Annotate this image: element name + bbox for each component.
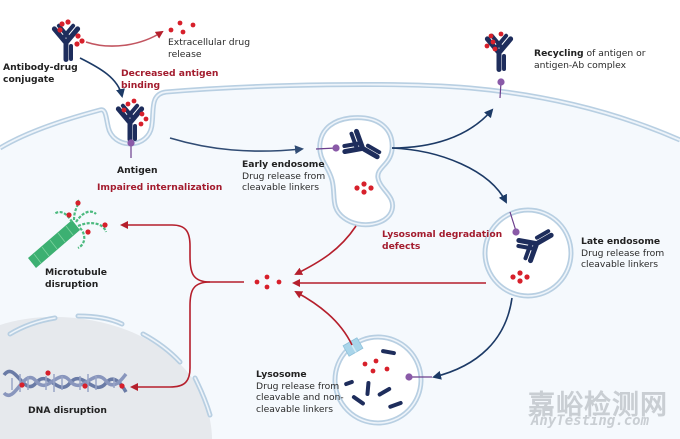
arrow-to-recycling xyxy=(391,108,494,149)
label-decreased-binding: Decreased antigen binding xyxy=(121,68,218,91)
arrow-to-early-endosome xyxy=(169,137,304,155)
label-late-endosome-title: Late endosome xyxy=(581,236,661,247)
arrow-to-extracellular xyxy=(85,30,164,47)
arrow-to-lysosome xyxy=(432,297,513,380)
extracellular-drug-icon xyxy=(168,20,196,35)
label-early-endosome: Early endosome Drug release from cleavab… xyxy=(242,159,325,194)
label-microtubule: Microtubule disruption xyxy=(45,267,107,290)
label-lysosome-title: Lysosome xyxy=(256,369,307,380)
label-early-endosome-desc2: cleavable linkers xyxy=(242,182,320,193)
arrow-to-microtubule xyxy=(120,221,244,283)
label-lysosomal-defects-line1: Lysosomal degradation xyxy=(382,229,503,240)
label-recycling-bold: Recycling xyxy=(534,48,584,59)
recycling-adc-icon xyxy=(483,31,515,72)
label-recycling-line2: antigen-Ab complex xyxy=(534,59,627,71)
label-extracellular-line1: Extracellular drug xyxy=(168,37,251,48)
label-impaired-internalization: Impaired internalization xyxy=(97,182,223,193)
label-lysosomal-defects-line2: defects xyxy=(382,240,421,252)
label-adc: Antibody-drug conjugate xyxy=(3,62,78,85)
dna-icon xyxy=(2,369,128,398)
label-dna-disruption: DNA disruption xyxy=(28,405,107,416)
microtubule-icon xyxy=(28,199,108,268)
label-decreased-binding-line1: Decreased antigen xyxy=(121,68,219,79)
antigen-icon xyxy=(127,139,135,147)
degraded-antibody-fragments xyxy=(344,349,403,409)
label-lysosome-desc1: Drug release from xyxy=(256,380,340,392)
label-late-endosome: Late endosome Drug release from cleavabl… xyxy=(581,236,664,271)
label-microtubule-line2: disruption xyxy=(45,278,99,290)
label-early-endosome-desc1: Drug release from xyxy=(242,170,326,182)
label-late-endosome-desc1: Drug release from xyxy=(581,247,665,259)
label-adc-line2: conjugate xyxy=(3,73,55,85)
adc-icon xyxy=(50,19,85,63)
label-decreased-binding-line2: binding xyxy=(121,79,161,91)
watermark-chinese: 嘉峪检测网 xyxy=(528,390,668,421)
label-lysosomal-defects: Lysosomal degradation defects xyxy=(382,229,502,252)
label-extracellular: Extracellular drug release xyxy=(168,37,250,60)
label-microtubule-line1: Microtubule xyxy=(45,267,108,278)
arrow-early-to-drugpool xyxy=(294,225,357,275)
label-recycling-rest: of antigen or xyxy=(583,48,646,59)
label-extracellular-line2: release xyxy=(168,48,202,60)
cytoplasmic-drug-pool xyxy=(254,274,282,290)
label-late-endosome-desc2: cleavable linkers xyxy=(581,259,659,270)
bound-adc-icon xyxy=(114,98,149,142)
label-recycling: Recycling of antigen or antigen-Ab compl… xyxy=(534,48,646,71)
label-lysosome-desc3: cleavable linkers xyxy=(256,403,334,415)
label-early-endosome-title: Early endosome xyxy=(242,159,325,170)
watermark-english: AnyTesting.com xyxy=(531,413,650,429)
arrow-lysosome-to-drugpool xyxy=(294,291,353,346)
label-antigen: Antigen xyxy=(117,165,158,176)
arrow-to-dna xyxy=(130,281,211,391)
label-adc-line1: Antibody-drug xyxy=(3,62,78,73)
label-lysosome-desc2: cleavable and non- xyxy=(256,392,344,403)
label-lysosome: Lysosome Drug release from cleavable and… xyxy=(256,369,344,415)
arrow-to-late-endosome xyxy=(391,147,507,204)
arrow-to-antigen xyxy=(79,57,125,98)
nucleus xyxy=(0,316,212,439)
